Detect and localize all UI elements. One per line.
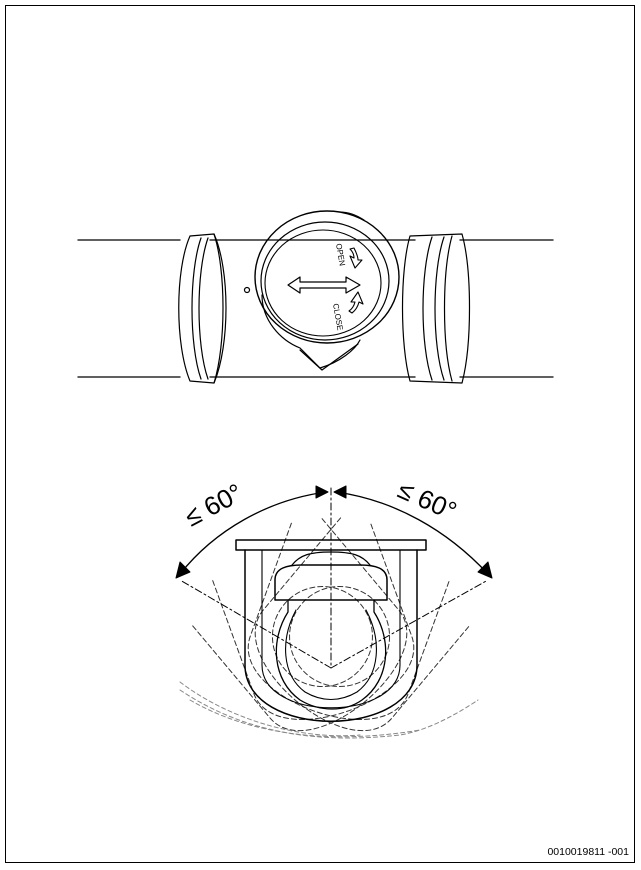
- figure-frame: [5, 5, 635, 863]
- rotated-outlines: [192, 517, 470, 732]
- close-arrow-icon: [348, 291, 364, 314]
- right-pipe-sleeve: [401, 233, 471, 384]
- open-arrow-icon: [349, 247, 363, 269]
- rotary-valve[interactable]: OPEN CLOSE: [254, 210, 400, 371]
- double-arrow-icon: [287, 276, 361, 294]
- right-angle-label: ≤ 60°: [394, 474, 462, 526]
- pipe-assembly: OPEN CLOSE: [77, 210, 554, 384]
- valve-section: [235, 539, 427, 722]
- document-id: 0010019811 -001: [547, 846, 629, 858]
- screw-icon: [243, 286, 251, 294]
- arrowhead-icon: [175, 485, 493, 579]
- open-label: OPEN: [334, 243, 347, 267]
- left-pipe-sleeve: [178, 233, 227, 384]
- pipe: [77, 239, 554, 378]
- angle-arc: [179, 491, 327, 575]
- pivot-lines: [179, 487, 489, 669]
- close-label: CLOSE: [331, 303, 345, 331]
- angle-diagram: ≤ 60° ≤ 60°: [175, 474, 493, 739]
